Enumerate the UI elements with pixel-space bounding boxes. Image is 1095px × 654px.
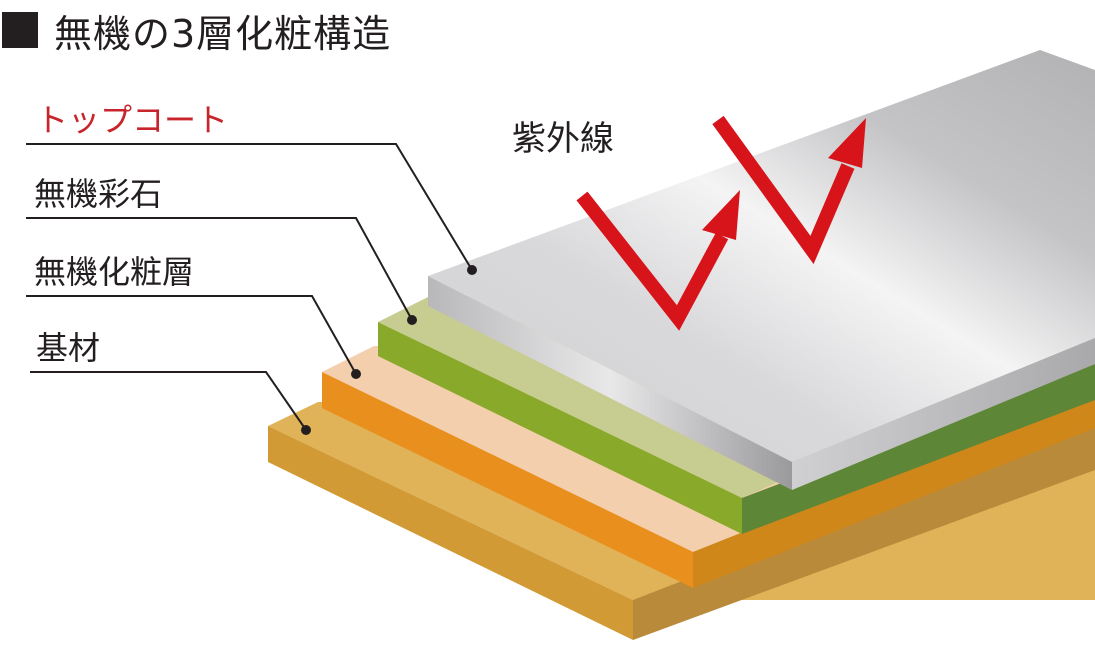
label-inorganic-stone: 無機彩石: [34, 175, 163, 213]
leader-line-stone: [26, 217, 413, 321]
black-square-icon: [2, 12, 38, 48]
dot-icon: [301, 425, 311, 435]
leader-lines: [26, 143, 473, 431]
leader-line-substrate: [30, 371, 307, 431]
zigzag-arrow-icon: [576, 115, 866, 331]
label-inorganic-layer: 無機化粧層: [34, 253, 195, 291]
label-top-coat: トップコート: [36, 101, 229, 139]
leader-dots: [301, 265, 477, 435]
dot-icon: [351, 369, 361, 379]
top-coat-layer: [428, 50, 1095, 490]
leader-line-top-coat: [26, 143, 473, 271]
label-substrate: 基材: [36, 329, 101, 367]
leader-line-inorganic: [26, 295, 357, 375]
dot-icon: [467, 265, 477, 275]
page-title: 無機の3層化粧構造: [0, 4, 391, 56]
dot-icon: [407, 315, 417, 325]
label-uv: 紫外線: [512, 119, 614, 159]
title-text: 無機の3層化粧構造: [54, 11, 392, 56]
